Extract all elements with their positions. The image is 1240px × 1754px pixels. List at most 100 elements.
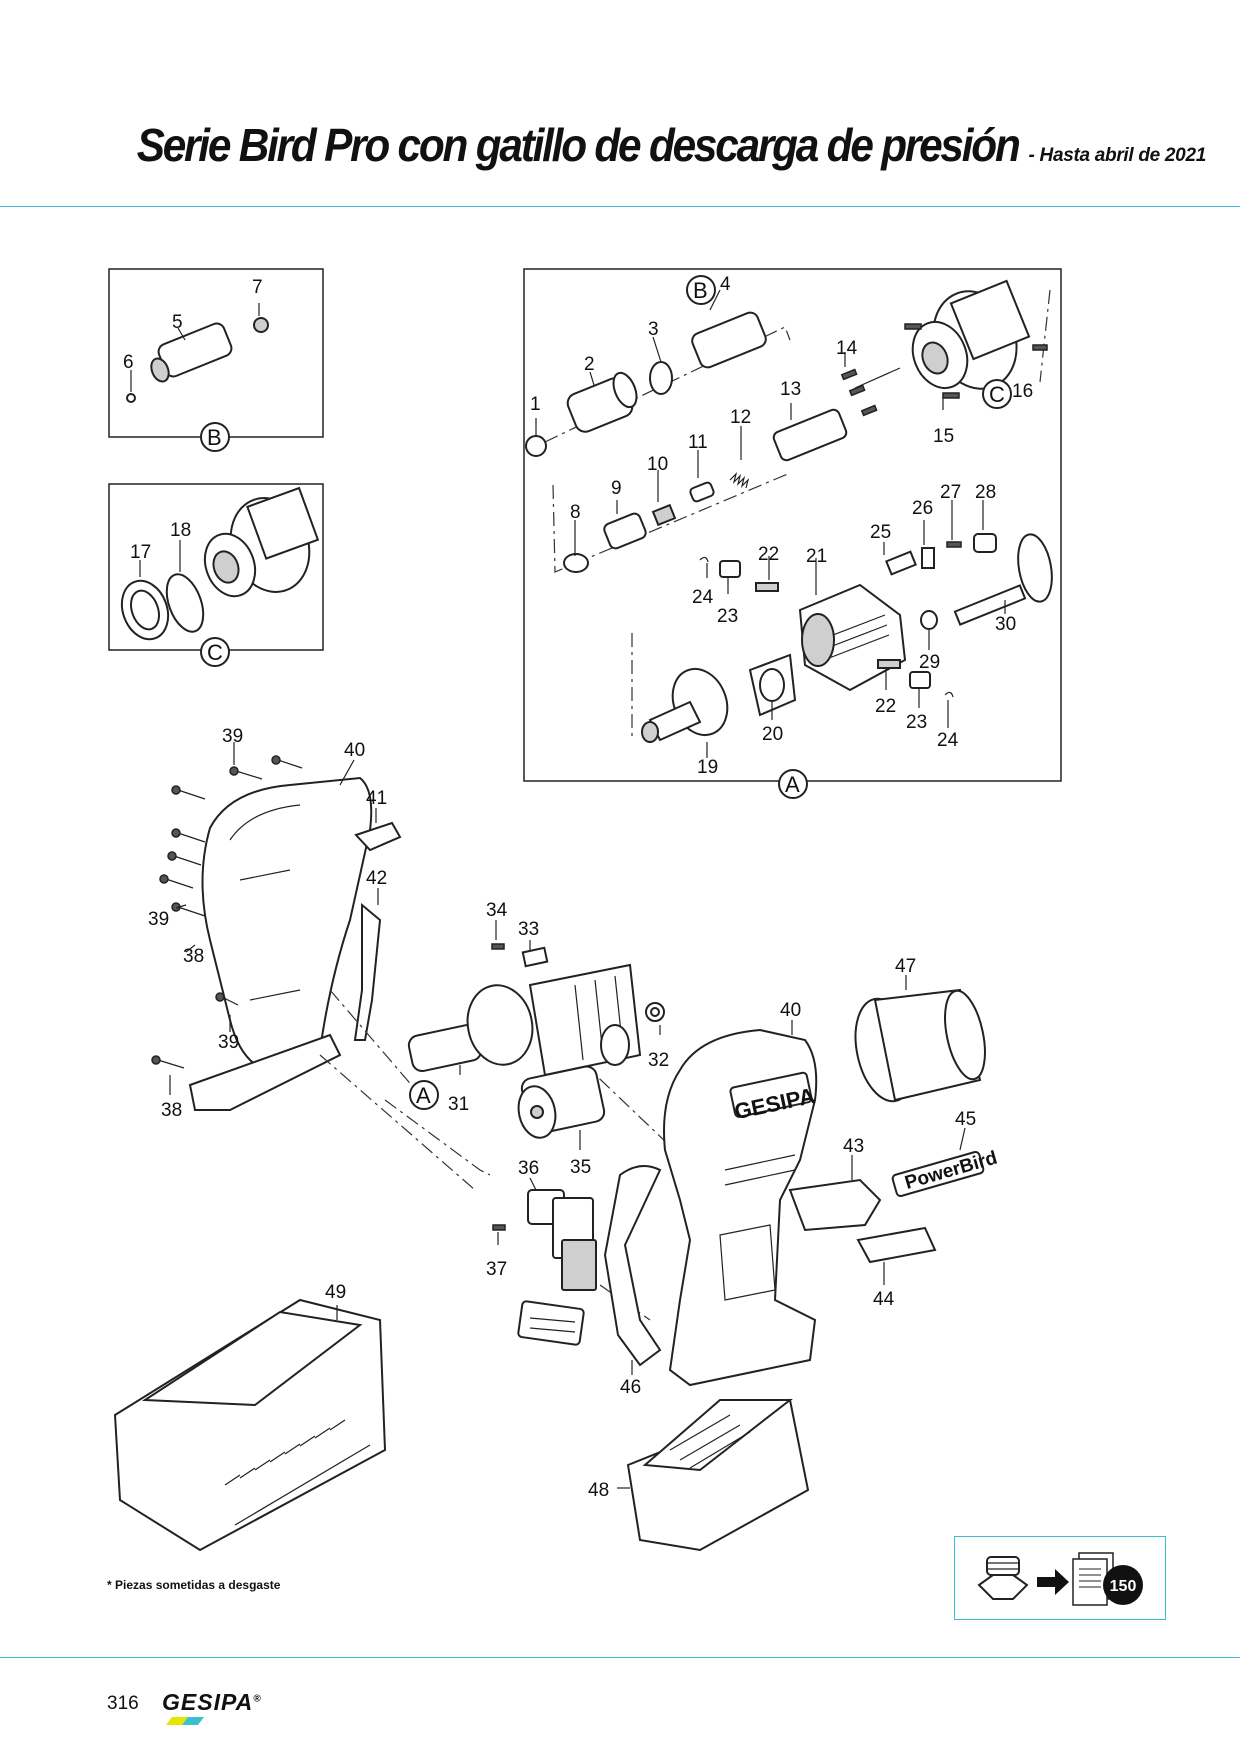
svg-text:28: 28	[975, 482, 996, 503]
svg-text:9: 9	[611, 478, 622, 499]
badge-text: PowerBird	[903, 1148, 1000, 1194]
section-marker-c-top: C	[982, 379, 1012, 409]
part-22-pin-lower	[877, 659, 901, 669]
part-22-pin	[755, 582, 779, 592]
svg-text:47: 47	[895, 956, 916, 977]
part-30-shaft-gear	[953, 533, 1053, 626]
part-29-washer	[920, 610, 938, 630]
part-43-release-trigger	[788, 1178, 882, 1232]
svg-text:32: 32	[648, 1050, 669, 1071]
part-42-trigger-link	[353, 902, 382, 1041]
part-27-screw	[946, 541, 962, 548]
part-number-labels: 7 5 6 17 18 1 2 3 4 8 9 10 11 12 13 14 1…	[123, 274, 1033, 1501]
svg-text:A: A	[785, 772, 800, 797]
svg-text:7: 7	[252, 277, 263, 298]
svg-text:40: 40	[344, 740, 365, 761]
section-marker-a-top: A	[778, 769, 808, 799]
svg-text:18: 18	[170, 520, 191, 541]
svg-text:36: 36	[518, 1158, 539, 1179]
part-8-oring	[563, 553, 589, 573]
svg-text:26: 26	[912, 498, 933, 519]
svg-text:30: 30	[995, 614, 1016, 635]
svg-text:38: 38	[183, 946, 204, 967]
svg-text:3: 3	[648, 319, 659, 340]
svg-text:B: B	[207, 425, 222, 450]
svg-text:20: 20	[762, 724, 783, 745]
part-3-oring	[649, 361, 673, 395]
svg-text:2: 2	[584, 354, 595, 375]
footnote: * Piezas sometidas a desgaste	[107, 1578, 281, 1592]
svg-text:37: 37	[486, 1259, 507, 1280]
svg-text:1: 1	[530, 394, 541, 415]
svg-text:5: 5	[172, 312, 183, 333]
svg-text:31: 31	[448, 1094, 469, 1115]
part-49-charger	[113, 1298, 387, 1552]
svg-text:13: 13	[780, 379, 801, 400]
svg-text:43: 43	[843, 1136, 864, 1157]
part-33-plate	[521, 946, 549, 968]
part-38-handle-cover	[188, 1033, 342, 1111]
nut-icon	[977, 1556, 1029, 1600]
svg-text:40: 40	[780, 1000, 801, 1021]
part-46-grip-strip	[603, 1165, 662, 1367]
section-marker-a-drive: A	[409, 1080, 439, 1110]
svg-text:22: 22	[758, 544, 779, 565]
svg-text:4: 4	[720, 274, 731, 295]
svg-text:49: 49	[325, 1282, 346, 1303]
svg-text:34: 34	[486, 900, 508, 921]
footer-rule	[0, 1657, 1240, 1658]
part-1-nut	[525, 435, 547, 457]
part-36-switch-electronics	[517, 1189, 597, 1346]
svg-text:27: 27	[940, 482, 961, 503]
part-34-screw	[491, 943, 505, 950]
part-19-planet-gear	[641, 668, 729, 743]
section-marker-c-box: C	[200, 637, 230, 667]
svg-text:19: 19	[697, 757, 718, 778]
part-40-right-housing	[663, 1028, 818, 1387]
svg-text:48: 48	[588, 1480, 609, 1501]
part-48-battery	[626, 1398, 810, 1552]
svg-text:41: 41	[366, 788, 387, 809]
part-7-cap	[253, 317, 269, 333]
svg-text:33: 33	[518, 919, 539, 940]
brand-name: GESIPA	[162, 1689, 254, 1715]
svg-text:12: 12	[730, 407, 751, 428]
svg-text:39: 39	[222, 726, 243, 747]
page-subtitle: - Hasta abril de 2021	[1028, 145, 1207, 166]
section-marker-b-top: B	[686, 275, 716, 305]
page-title: Serie Bird Pro con gatillo de descarga d…	[136, 119, 1021, 171]
part-16-chuck	[911, 279, 1031, 390]
part-15-screw	[942, 392, 960, 399]
part-26-lever	[921, 547, 935, 569]
svg-text:8: 8	[570, 502, 581, 523]
page-number: 316	[107, 1693, 139, 1714]
part-2-nosepiece	[566, 371, 638, 433]
svg-text:25: 25	[870, 522, 891, 543]
section-marker-b-box: B	[200, 422, 230, 452]
part-10-jaws	[651, 503, 677, 527]
part-14-screws	[840, 368, 878, 417]
page-header: Serie Bird Pro con gatillo de descarga d…	[0, 118, 1207, 172]
part-16-chuck-detail	[203, 486, 320, 598]
svg-text:11: 11	[688, 432, 708, 453]
svg-text:23: 23	[717, 606, 738, 627]
svg-text:14: 14	[836, 338, 858, 359]
part-screw-right	[1032, 344, 1048, 351]
part-31-drive-unit	[407, 963, 642, 1077]
svg-text:44: 44	[873, 1289, 895, 1310]
svg-text:38: 38	[161, 1100, 182, 1121]
reference-illustration: 150	[977, 1552, 1143, 1606]
part-24-clip	[699, 556, 709, 563]
svg-text:24: 24	[692, 587, 714, 608]
part-23-sleeve	[719, 560, 741, 578]
brand-underline-icon	[166, 1717, 204, 1725]
part-9-jaw-housing	[603, 512, 647, 550]
arrow-right-icon	[1037, 1569, 1069, 1595]
svg-text:45: 45	[955, 1109, 976, 1130]
part-41-bracket	[354, 821, 402, 852]
brand-logo: GESIPA®	[162, 1689, 262, 1725]
brand-mark: ®	[253, 1693, 262, 1705]
reference-box: 150	[954, 1536, 1166, 1620]
svg-text:46: 46	[620, 1377, 641, 1398]
